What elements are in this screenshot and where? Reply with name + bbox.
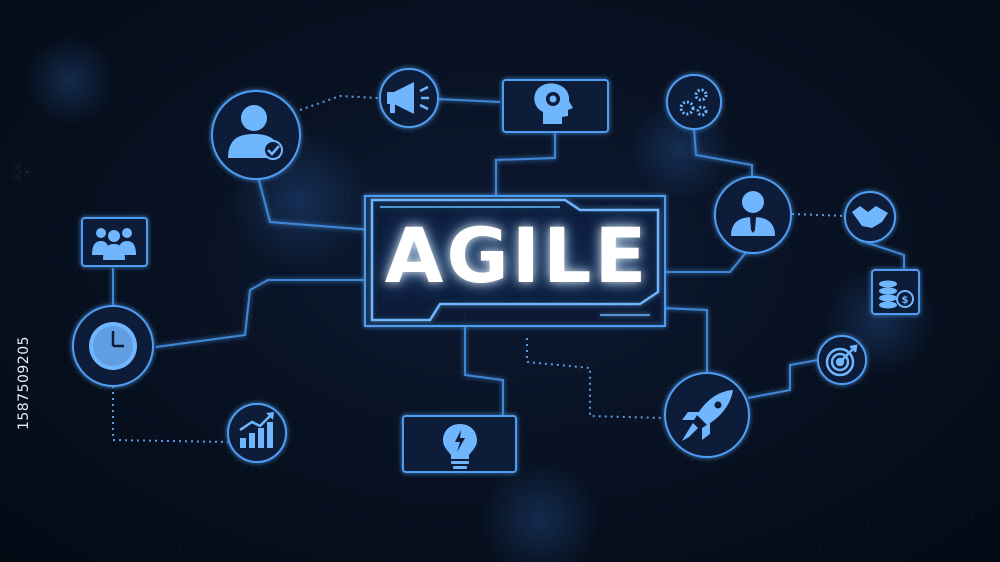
target-node <box>817 335 867 385</box>
megaphone-node <box>379 68 439 128</box>
idea-head-node <box>502 79 609 133</box>
agile-title: AGILE <box>384 210 650 300</box>
svg-text:$: $ <box>902 295 909 306</box>
head-gear-icon <box>534 83 573 124</box>
dotted-connectors <box>112 94 847 443</box>
lightbulb-node <box>402 415 517 473</box>
target-icon <box>825 344 858 377</box>
gears-icon <box>679 88 708 117</box>
rocket-icon <box>682 390 733 441</box>
growth-node <box>227 403 287 463</box>
handshake-icon <box>852 206 888 228</box>
agile-title-frame <box>364 195 666 327</box>
customer-satisfaction-node <box>211 90 301 180</box>
growth-chart-icon <box>239 412 274 448</box>
clock-node <box>72 305 154 387</box>
side-image-id: 1587509205 <box>16 335 32 431</box>
user-check-icon <box>228 105 283 160</box>
businessman-node <box>714 176 792 254</box>
businessman-icon <box>731 191 775 236</box>
team-icon <box>92 228 136 260</box>
clock-icon <box>89 322 137 370</box>
rocket-node <box>664 372 750 458</box>
coins-dollar-icon: $ <box>879 280 914 309</box>
gears-node <box>666 74 722 130</box>
handshake-node <box>844 191 896 243</box>
lightbulb-icon <box>443 424 477 469</box>
money-node: $ <box>871 269 920 315</box>
megaphone-icon <box>387 82 429 114</box>
team-node <box>81 217 148 267</box>
